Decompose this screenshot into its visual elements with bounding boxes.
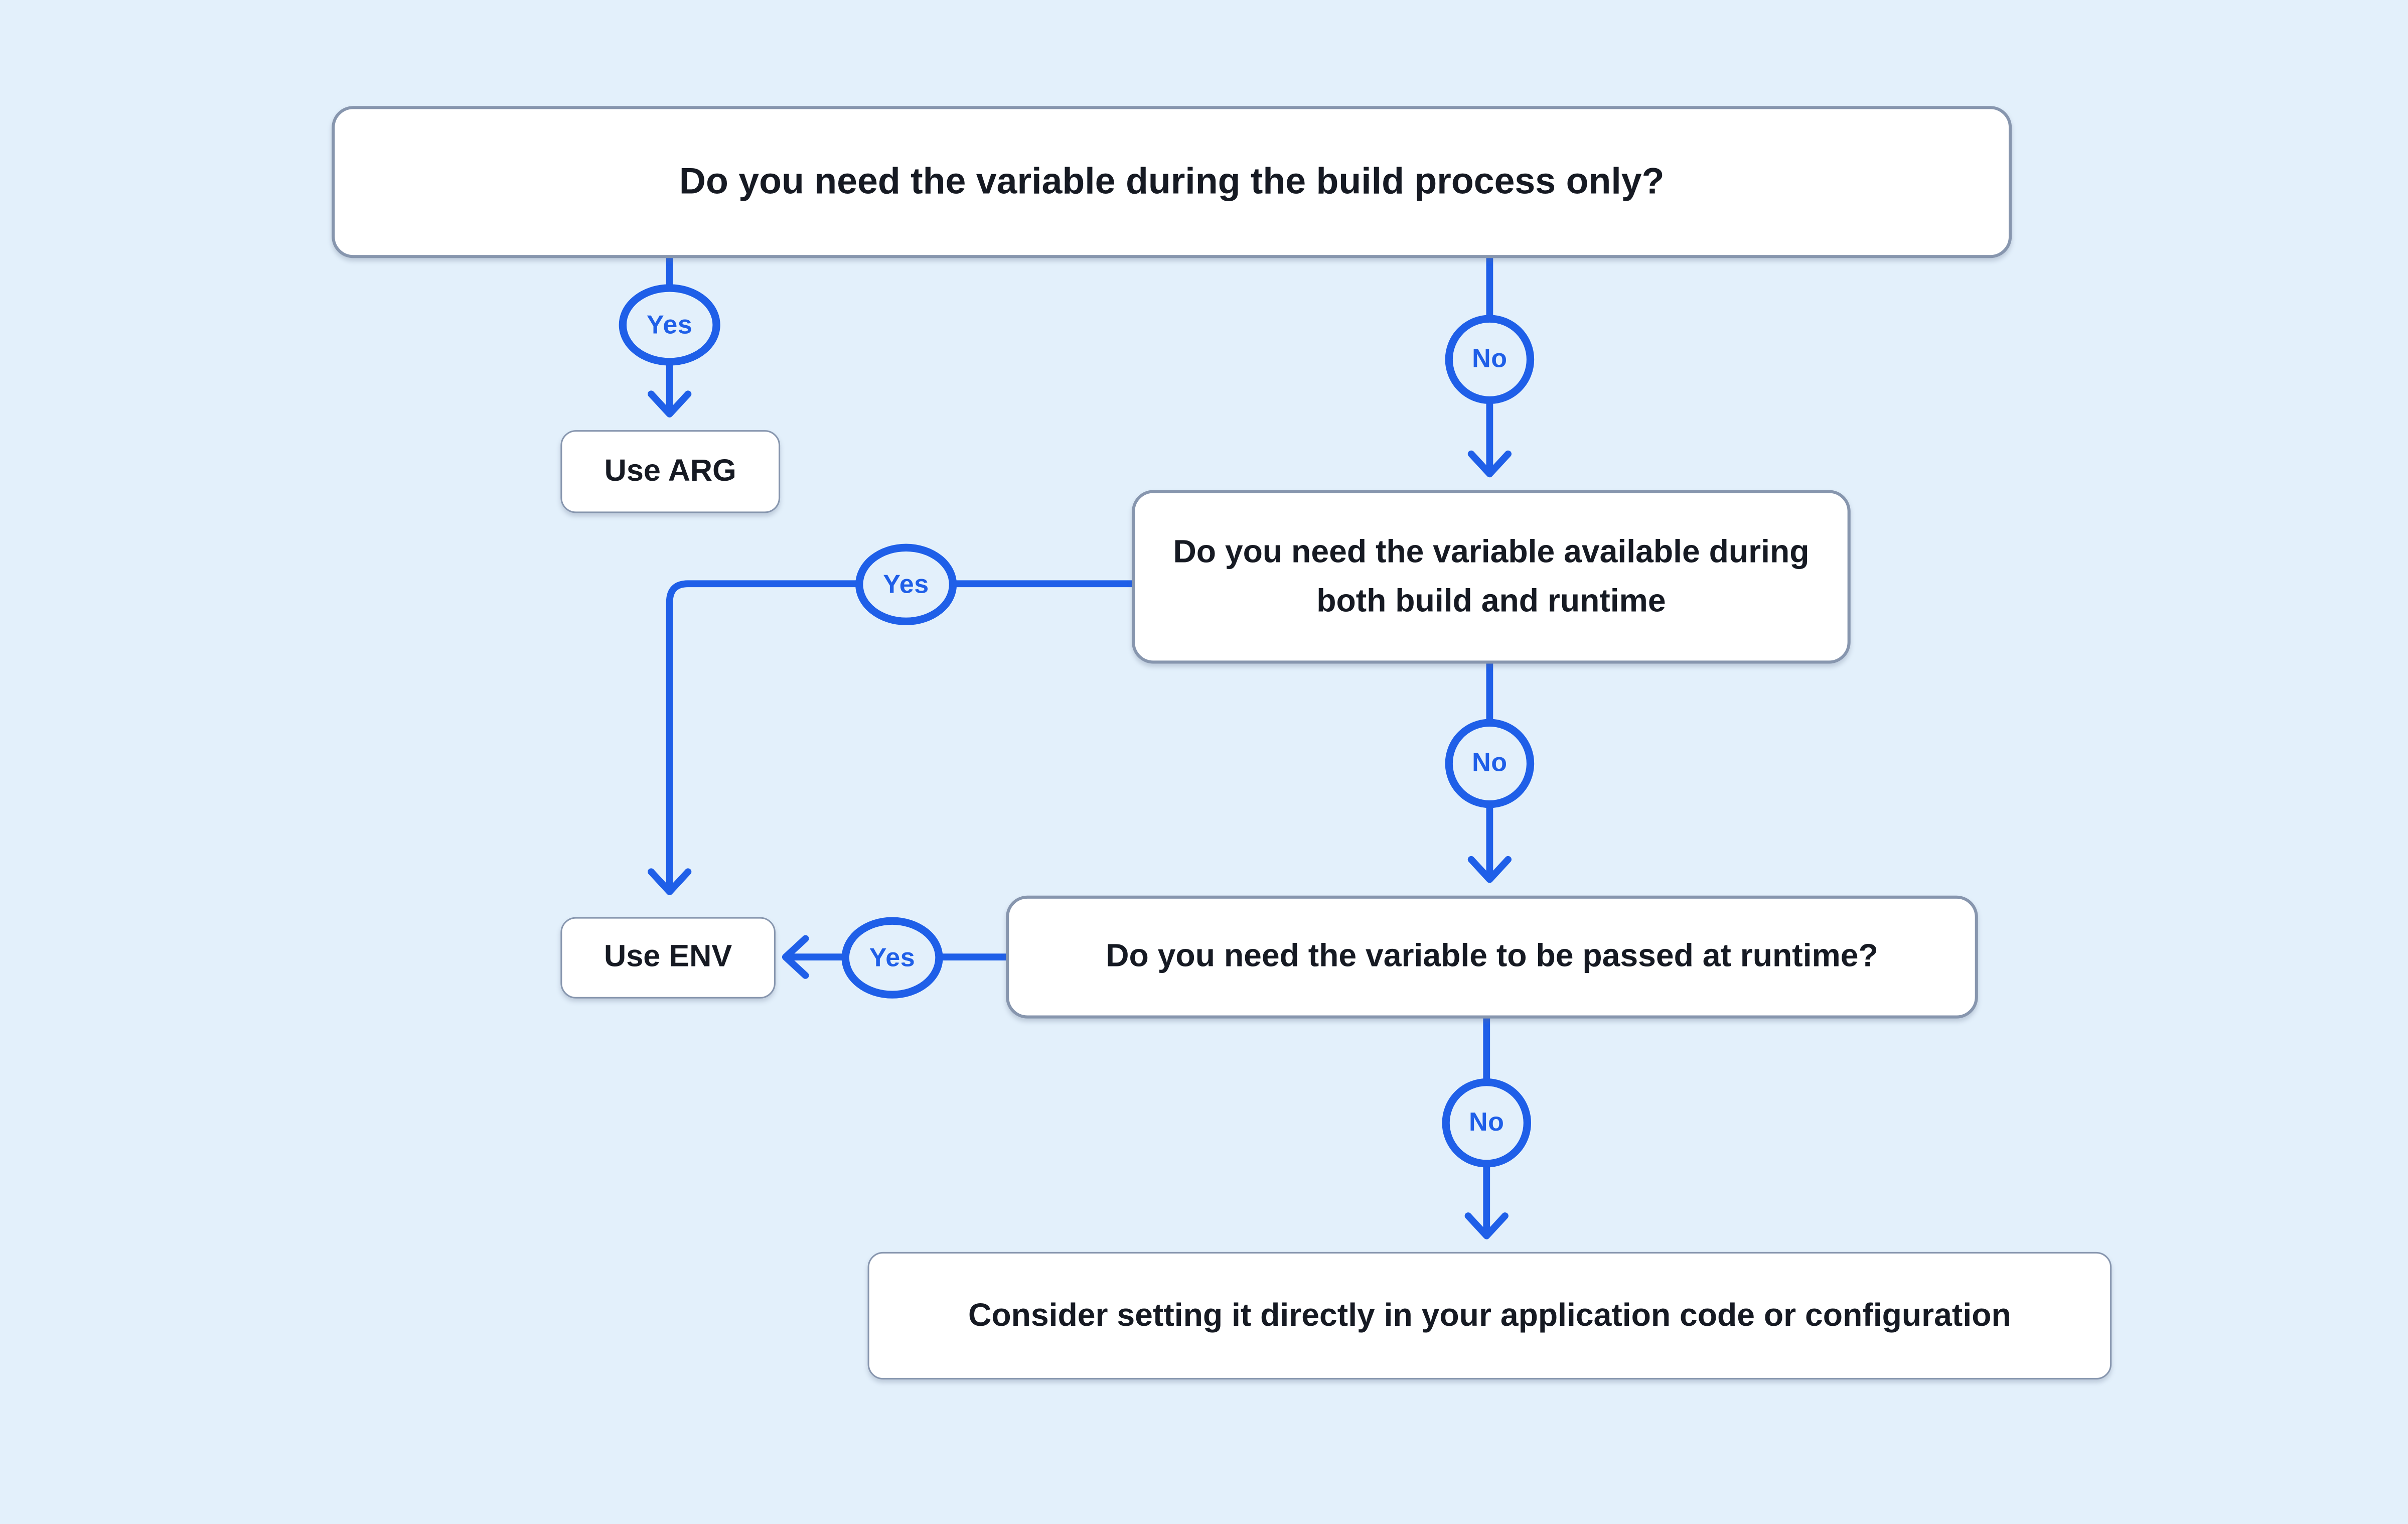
node-question-passed-at-runtime: Do you need the variable to be passed at… xyxy=(1006,895,1978,1019)
edge-label-q3-yes: Yes xyxy=(841,917,943,999)
edge-label-q2-yes: Yes xyxy=(855,543,957,625)
edge-label-q3-no-text: No xyxy=(1468,1107,1504,1137)
edge-label-q1-no-text: No xyxy=(1472,344,1508,373)
edge-label-q2-yes-text: Yes xyxy=(883,569,929,599)
node-result-use-env-label: Use ENV xyxy=(604,940,732,974)
node-result-use-arg-label: Use ARG xyxy=(604,454,736,488)
edge-label-q2-no: No xyxy=(1445,719,1535,808)
node-result-app-code-or-config: Consider setting it directly in your app… xyxy=(867,1252,2112,1379)
edge-label-q3-no: No xyxy=(1442,1078,1532,1168)
edge-label-q3-yes-text: Yes xyxy=(869,942,916,972)
node-question-build-only: Do you need the variable during the buil… xyxy=(332,106,2012,258)
node-result-use-env: Use ENV xyxy=(560,917,776,999)
node-result-app-code-or-config-label: Consider setting it directly in your app… xyxy=(968,1297,2011,1333)
edge-label-q2-no-text: No xyxy=(1472,748,1508,777)
node-question-build-only-label: Do you need the variable during the buil… xyxy=(679,160,1665,202)
node-question-build-and-runtime: Do you need the variable available durin… xyxy=(1132,490,1851,664)
node-question-passed-at-runtime-label: Do you need the variable to be passed at… xyxy=(1106,938,1878,974)
node-question-build-and-runtime-label: Do you need the variable available durin… xyxy=(1173,534,1810,619)
edge-label-q1-yes-text: Yes xyxy=(646,309,693,339)
edge-label-q1-no: No xyxy=(1445,315,1535,404)
edge-label-q1-yes: Yes xyxy=(619,284,720,366)
edge-q2-yes-to-use-env xyxy=(648,580,1136,895)
node-result-use-arg: Use ARG xyxy=(560,430,781,513)
